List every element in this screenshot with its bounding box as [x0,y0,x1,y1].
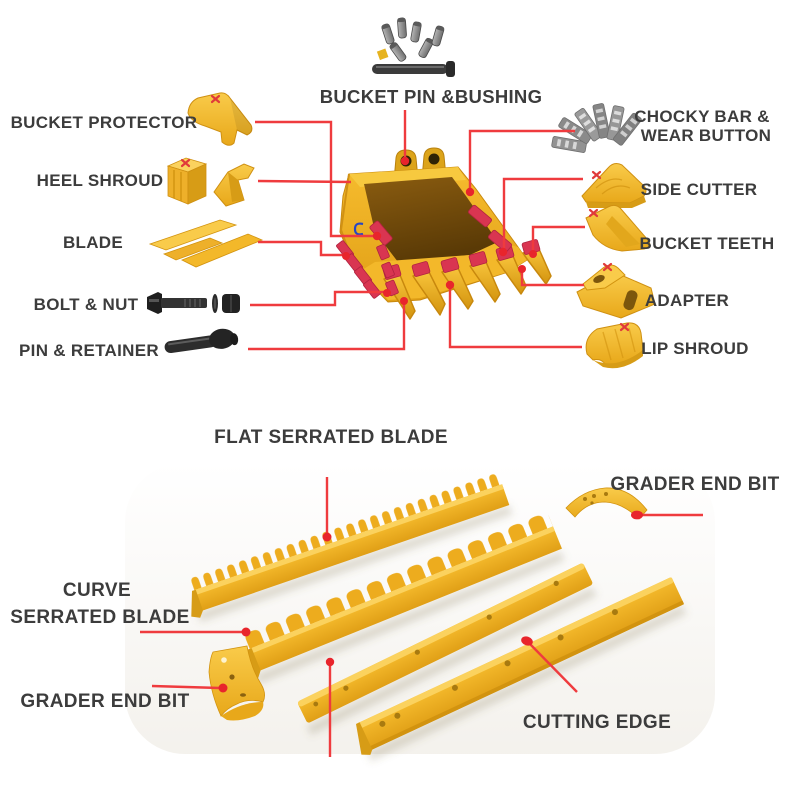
label-bucket-protector: BUCKET PROTECTOR [10,113,198,132]
label-grader-end-bit-left: GRADER END BIT [20,691,190,712]
side-cutter-part [581,163,647,208]
heel-shroud-part [166,157,255,207]
bolt-and-nut-part [147,292,240,314]
pin-and-retainer-part [164,328,239,354]
label-bucket-teeth: BUCKET TEETH [639,234,775,253]
label-chocky-bar-line1: CHOCKY BAR & [634,107,770,126]
label-bucket-pin-bushing: BUCKET PIN &BUSHING [319,86,543,107]
label-side-cutter: SIDE CUTTER [640,180,758,199]
label-heel-shroud: HEEL SHROUD [36,171,164,190]
grader-end-bit-left-product [208,645,265,721]
label-chocky-bar-line2: WEAR BUTTON [640,126,772,145]
flat-serrated-blade-product [187,471,513,622]
leader-lines-top [248,110,585,351]
label-pin-retainer: PIN & RETAINER [19,341,159,360]
bucket-protector-part [187,92,253,146]
leader-lines-bottom [140,477,703,757]
label-flat-serrated-blade: FLAT SERRATED BLADE [214,427,448,448]
lip-shroud-part [585,322,644,369]
bucket-tooth-part [585,204,651,252]
chocky-bars-part [551,103,642,153]
bucket-pin-and-bushing-part [372,17,455,77]
curve-serrated-blade-product [241,511,565,685]
label-bolt-nut: BOLT & NUT [33,295,139,314]
label-cutting-edge: CUTTING EDGE [522,712,672,733]
plain-blade-product [298,563,597,736]
cutting-edge-product [356,577,687,762]
blade-part [148,219,264,268]
brand-mark [353,222,364,236]
excavator-bucket [336,147,552,320]
adapter-part [576,262,656,319]
label-curve-serrated-line1: CURVE [62,580,132,601]
label-adapter: ADAPTER [644,291,730,310]
label-grader-end-bit-right: GRADER END BIT [610,474,780,495]
label-curve-serrated-line2: SERRATED BLADE [10,607,190,628]
label-lip-shroud: LIP SHROUD [641,339,749,358]
label-blade: BLADE [62,233,124,252]
